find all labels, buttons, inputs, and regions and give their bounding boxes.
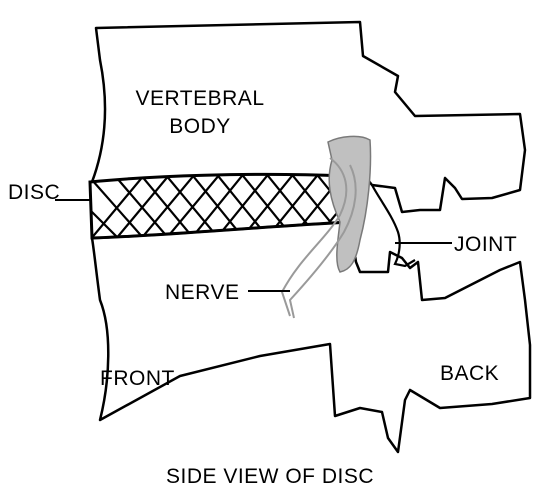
disc-label: DISC xyxy=(8,181,60,204)
diagram-caption: SIDE VIEW OF DISC xyxy=(166,465,374,488)
lower-vertebra-outline xyxy=(92,222,530,452)
nerve-label: NERVE xyxy=(165,281,239,304)
vertebral-body-label-line2: BODY xyxy=(169,115,231,138)
back-label: BACK xyxy=(440,362,499,385)
front-label: FRONT xyxy=(100,367,175,390)
joint-label: JOINT xyxy=(454,233,517,256)
nerve-root xyxy=(328,136,371,272)
vertebral-body-label-line1: VERTEBRAL xyxy=(136,87,265,110)
